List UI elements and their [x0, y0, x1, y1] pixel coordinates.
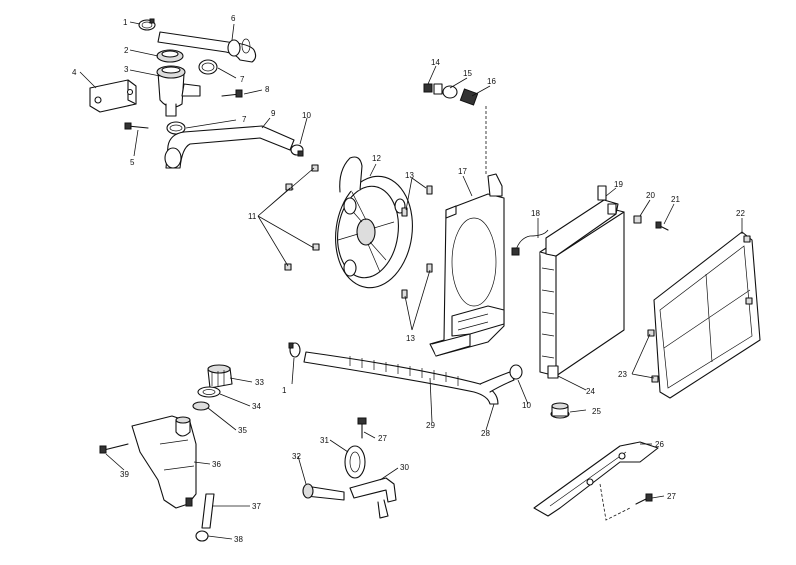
part-bracket-26	[533, 441, 659, 517]
callout-31: 31	[320, 436, 329, 445]
callout-11: 11	[248, 212, 257, 221]
part-bolt-32	[302, 483, 345, 501]
part-hose-37	[201, 493, 215, 529]
part-cap-2	[156, 49, 184, 63]
callout-3: 3	[124, 65, 129, 74]
assembly-line-26	[599, 483, 631, 521]
callout-1: 1	[123, 18, 128, 27]
part-hose-9	[164, 125, 295, 169]
callout-27: 27	[378, 434, 387, 443]
part-clamp-1-top	[138, 18, 156, 31]
callout-29: 29	[426, 421, 435, 430]
part-screws-20-21	[633, 215, 669, 231]
callout-37: 37	[252, 502, 261, 511]
callout-15: 15	[463, 69, 472, 78]
part-bracket-30	[349, 477, 397, 519]
part-filler-neck-3	[156, 65, 201, 117]
part-screen-22	[647, 231, 761, 399]
part-screw-8	[221, 89, 243, 98]
callout-20: 20	[646, 191, 655, 200]
callout-10: 10	[522, 401, 531, 410]
part-cap-33	[207, 364, 233, 389]
callout-10: 10	[302, 111, 311, 120]
callout-5: 5	[130, 158, 135, 167]
callout-1: 1	[282, 386, 287, 395]
part-grommet-25	[550, 402, 570, 419]
callout-14: 14	[431, 58, 440, 67]
callout-13: 13	[405, 171, 414, 180]
callout-39: 39	[120, 470, 129, 479]
part-fasteners-11	[284, 164, 320, 271]
part-reservoir-36	[131, 415, 197, 509]
callout-36: 36	[212, 460, 221, 469]
part-clamp-10-hose	[509, 364, 523, 380]
part-gasket-34	[197, 386, 221, 398]
callout-27: 27	[667, 492, 676, 501]
part-shroud-17	[429, 173, 505, 357]
part-fan-12	[335, 156, 413, 289]
part-screw-5	[124, 122, 149, 130]
callout-18: 18	[531, 209, 540, 218]
callout-7: 7	[240, 75, 245, 84]
callout-19: 19	[614, 180, 623, 189]
callout-28: 28	[481, 429, 490, 438]
part-clamp-31	[344, 445, 366, 479]
callout-25: 25	[592, 407, 601, 416]
callout-4: 4	[72, 68, 77, 77]
callout-23: 23	[618, 370, 627, 379]
part-clamp-7-upper	[198, 59, 218, 75]
part-radiator-19	[539, 185, 625, 377]
callout-12: 12	[372, 154, 381, 163]
part-sensor-wire-18	[511, 229, 549, 256]
callout-2: 2	[124, 46, 129, 55]
callout-34: 34	[252, 402, 261, 411]
callout-21: 21	[671, 195, 680, 204]
callout-17: 17	[458, 167, 467, 176]
part-bracket-4	[89, 79, 137, 113]
part-fasteners-13	[401, 185, 433, 299]
part-screw-27-left	[357, 417, 367, 439]
callout-38: 38	[234, 535, 243, 544]
callout-labels: 1 1 2 3 4 5 6 7 7 8 9 10 10 11 12 13 13 …	[72, 14, 745, 544]
part-screw-39	[99, 443, 129, 454]
part-clamp-1-hose	[288, 342, 301, 358]
callout-6: 6	[231, 14, 236, 23]
callout-9: 9	[271, 109, 276, 118]
callout-7: 7	[242, 115, 247, 124]
part-screw-27-right	[635, 493, 653, 505]
part-clamp-10-top	[290, 144, 304, 157]
callout-30: 30	[400, 463, 409, 472]
part-gasket-35	[192, 401, 210, 411]
part-hose-29	[303, 351, 515, 405]
callout-13: 13	[406, 334, 415, 343]
part-clamp-38	[195, 530, 209, 542]
callout-26: 26	[655, 440, 664, 449]
part-hose-6	[157, 31, 257, 63]
callout-35: 35	[238, 426, 247, 435]
callout-24: 24	[586, 387, 595, 396]
callout-16: 16	[487, 77, 496, 86]
callout-32: 32	[292, 452, 301, 461]
callout-22: 22	[736, 209, 745, 218]
part-drain-plug-24	[547, 365, 559, 379]
leader-lines	[79, 21, 743, 540]
callout-8: 8	[265, 85, 270, 94]
callout-33: 33	[255, 378, 264, 387]
